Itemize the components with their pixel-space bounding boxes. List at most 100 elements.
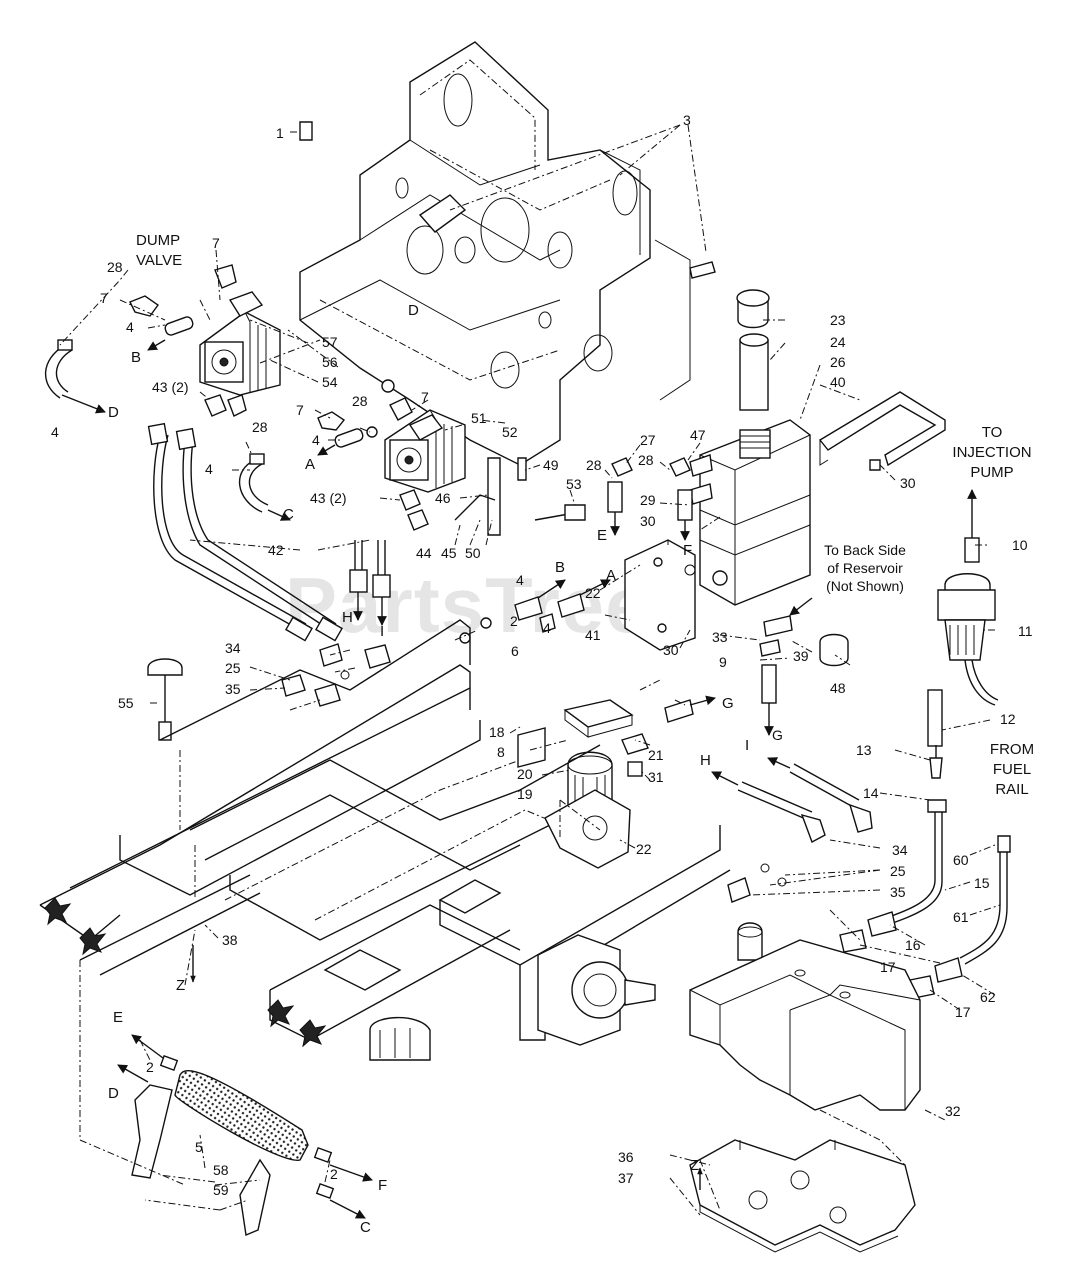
callout-35: 35	[225, 681, 241, 697]
callout-56: 56	[322, 354, 338, 370]
note-reservoir-line3: (Not Shown)	[826, 578, 904, 594]
flow-letter-b: B	[131, 349, 141, 366]
flow-letter-z: Z	[176, 977, 185, 994]
callout-2: 2	[330, 1166, 338, 1182]
callout-50: 50	[465, 545, 481, 561]
flow-arrows	[61, 339, 977, 1219]
callout-28: 28	[252, 419, 268, 435]
callout-43: 43 (2)	[310, 490, 347, 506]
callout-4: 4	[312, 432, 320, 448]
leader-lines	[59, 124, 1001, 1216]
flow-letter-a: A	[305, 456, 315, 473]
callout-4: 4	[543, 620, 551, 636]
note-reservoir-back: To Back Side of Reservoir (Not Shown)	[824, 542, 906, 594]
return-tubes	[727, 763, 873, 903]
callout-40: 40	[830, 374, 846, 390]
callout-17: 17	[955, 1004, 971, 1020]
flow-letter-e: E	[113, 1009, 123, 1026]
callout-47: 47	[690, 427, 706, 443]
callout-31: 31	[648, 769, 664, 785]
callout-21: 21	[648, 747, 664, 763]
callout-36: 36	[618, 1149, 634, 1165]
hydraulic-pump	[384, 409, 466, 493]
callout-55: 55	[118, 695, 134, 711]
callout-15: 15	[974, 875, 990, 891]
callout-7: 7	[421, 389, 429, 405]
callout-32: 32	[945, 1103, 961, 1119]
fittings	[129, 121, 716, 531]
flow-letter-g: G	[772, 727, 783, 743]
callout-22: 22	[636, 841, 652, 857]
flow-letter-f: F	[683, 542, 692, 559]
callout-33: 33	[712, 629, 728, 645]
callout-29: 29	[640, 492, 656, 508]
flow-letter-c: C	[360, 1219, 371, 1236]
flow-letter-i: I	[745, 737, 749, 754]
callout-44: 44	[416, 545, 432, 561]
callout-9: 9	[719, 654, 727, 670]
callout-4: 4	[205, 461, 213, 477]
tank-skid-plate	[689, 1139, 916, 1253]
callout-52: 52	[502, 424, 518, 440]
callout-25: 25	[225, 660, 241, 676]
note-fuel-rail-line3: RAIL	[995, 781, 1028, 798]
callout-4: 4	[126, 319, 134, 335]
hydraulic-hoses	[147, 422, 391, 642]
note-dump-valve: DUMP VALVE	[136, 232, 182, 269]
note-from-fuel-rail: FROM FUEL RAIL	[990, 741, 1034, 798]
mount-brackets	[454, 457, 586, 536]
callout-3: 3	[683, 112, 691, 128]
callout-2: 2	[510, 613, 518, 629]
callout-28: 28	[107, 259, 123, 275]
callout-62: 62	[980, 989, 996, 1005]
callout-30: 30	[640, 513, 656, 529]
note-injection-line2: INJECTION	[952, 444, 1031, 461]
callout-42: 42	[268, 542, 284, 558]
reservoir-fittings	[607, 457, 849, 704]
callout-49: 49	[543, 457, 559, 473]
callout-58: 58	[213, 1162, 229, 1178]
flow-letter-h: H	[700, 752, 711, 769]
note-reservoir-line1: To Back Side	[824, 542, 906, 558]
callout-12: 12	[1000, 711, 1016, 727]
callout-28: 28	[352, 393, 368, 409]
callout-27: 27	[640, 432, 656, 448]
callout-57: 57	[322, 334, 338, 350]
flow-letter-i: I	[380, 623, 384, 640]
note-dump-valve-line1: DUMP	[136, 232, 180, 249]
engine-mount-frame	[299, 41, 691, 466]
callout-13: 13	[856, 742, 872, 758]
callout-59: 59	[213, 1182, 229, 1198]
flow-letters: B D D A C H I E F B A G G H I Z E F C Z	[108, 349, 783, 1236]
callout-20: 20	[517, 766, 533, 782]
callout-43: 43 (2)	[152, 379, 189, 395]
callout-30: 30	[663, 642, 679, 658]
callout-39: 39	[793, 648, 809, 664]
callout-4: 4	[516, 572, 524, 588]
callout-37: 37	[618, 1170, 634, 1186]
frame-knobs	[44, 897, 327, 1048]
flow-letter-d: D	[408, 302, 419, 319]
flow-letter-a: A	[606, 567, 616, 584]
flow-letter-f: F	[378, 1177, 387, 1194]
callout-61: 61	[953, 909, 969, 925]
callout-34: 34	[892, 842, 908, 858]
flow-letter-g: G	[722, 695, 734, 712]
callout-45: 45	[441, 545, 457, 561]
flow-letter-d: D	[108, 1085, 119, 1102]
callout-17: 17	[880, 959, 896, 975]
note-injection-line1: TO	[982, 424, 1003, 441]
callout-48: 48	[830, 680, 846, 696]
chassis-frame	[39, 619, 731, 1041]
callout-38: 38	[222, 932, 238, 948]
callout-8: 8	[497, 744, 505, 760]
note-reservoir-line2: of Reservoir	[827, 560, 903, 576]
flow-letter-e: E	[597, 527, 607, 544]
callout-46: 46	[435, 490, 451, 506]
callout-19: 19	[517, 786, 533, 802]
callout-numbers: 1 3 7 28 7 4 D 57 56 54 43 (2) 4 7 28 7 …	[51, 112, 1033, 1198]
callout-5: 5	[195, 1139, 203, 1155]
callout-16: 16	[905, 937, 921, 953]
callout-30: 30	[900, 475, 916, 491]
